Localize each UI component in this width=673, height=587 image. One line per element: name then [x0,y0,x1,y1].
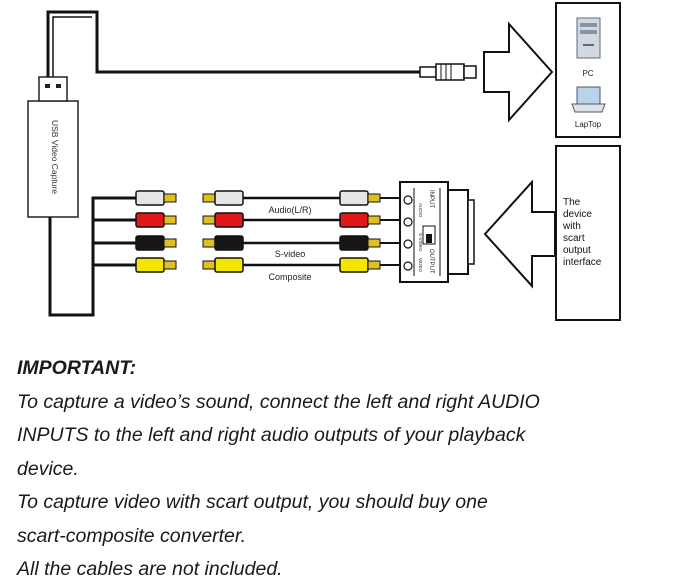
notes-heading: IMPORTANT: [17,357,137,379]
laptop-icon [571,86,606,113]
input-cable-bundle [48,196,136,317]
scart-adapter: INPUT OUTPUT AUDIO S-VIDEO VIDEO [399,181,475,283]
usb-device-label: USB Video Capture [50,120,60,194]
note-line-5: scart-composite converter. [17,524,247,547]
note-line-6: All the cables are not included. [17,558,283,580]
source-device-box: The device with scart output interface [555,145,621,321]
note-line-4: To capture video with scart output, you … [17,491,488,513]
rca-row-red [135,212,400,228]
note-line-2: INPUTS to the left and right audio outpu… [17,424,526,446]
arrow-from-source-icon [483,179,556,289]
source-label-line-2: device [563,209,592,220]
source-label-line-4: scart [563,233,585,244]
audio-cable-label: Audio(L/R) [268,205,311,215]
rca-row-white [135,190,400,206]
source-label-line-6: interface [563,257,602,268]
note-line-3: device. [17,457,79,480]
rca-row-black [135,235,400,251]
source-label-line-3: with [562,221,581,232]
scart-port-label-svideo: S-VIDEO [418,233,423,252]
pc-label: PC [582,69,593,78]
svideo-cable-label: S-video [275,249,306,259]
source-label-line-1: The [563,197,581,208]
usb-cable [46,10,477,81]
usb-video-capture-device: USB Video Capture [27,76,79,218]
composite-cable-label: Composite [268,272,311,282]
laptop-label: LapTop [575,120,602,129]
rca-row-yellow [135,257,400,273]
scart-output-label: OUTPUT [428,249,434,274]
arrow-to-computer-icon [483,21,554,123]
scart-port-label-video: VIDEO [418,258,423,273]
important-notes: IMPORTANT: To capture a video’s sound, c… [17,352,657,587]
scart-port-label-audio: AUDIO [418,203,423,218]
pc-tower-icon [576,17,601,59]
scart-input-label: INPUT [428,190,434,208]
connection-diagram: USB Video Capture PC LapTop [27,2,621,321]
source-label-line-5: output [563,245,591,256]
computer-box: PC LapTop [555,2,621,138]
note-line-1: To capture a video’s sound, connect the … [17,390,540,413]
